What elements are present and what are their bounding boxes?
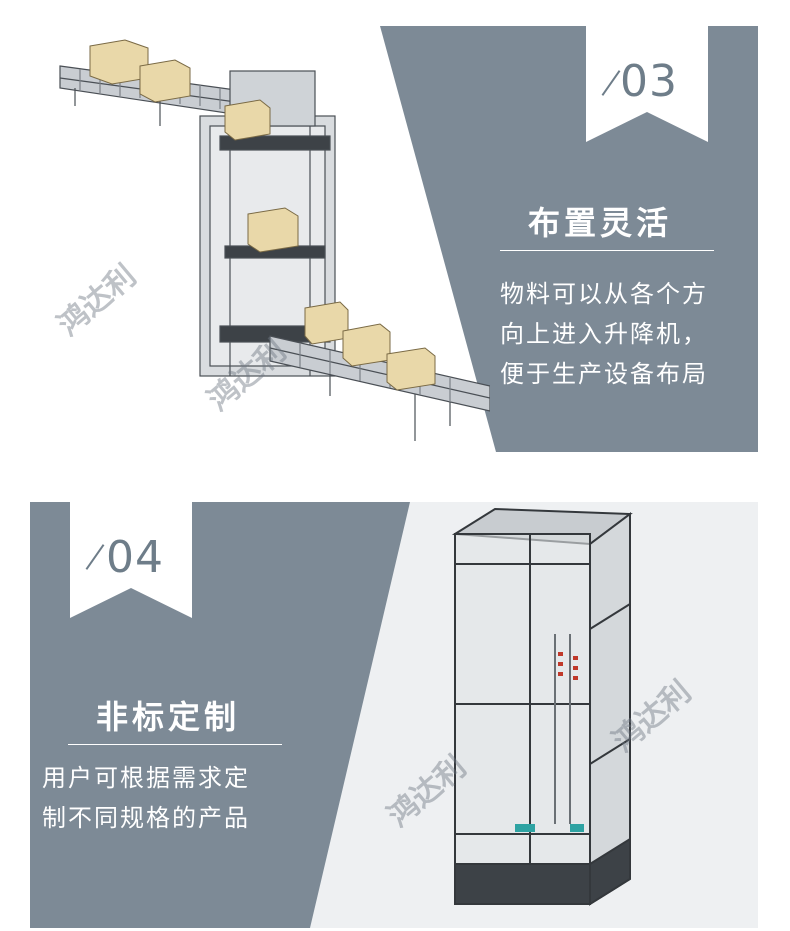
slate-background [30, 502, 410, 928]
feature-panel-03: 鸿达利 鸿达利 03 布置灵活 物料可以从各个方 向上进入升降机， 便于生产设备… [30, 26, 758, 452]
description-line: 制不同规格的产品 [42, 804, 250, 832]
number-badge [70, 502, 192, 618]
section-number: 03 [620, 56, 678, 107]
title-divider [68, 744, 282, 745]
description-line: 用户可根据需求定 [42, 764, 250, 792]
description-line: 便于生产设备布局 [500, 360, 708, 388]
slate-background [380, 26, 758, 452]
number-badge [586, 26, 708, 142]
section-description: 物料可以从各个方 向上进入升降机， 便于生产设备布局 [500, 274, 708, 394]
section-title: 布置灵活 [528, 204, 673, 242]
section-number: 04 [106, 532, 164, 583]
section-title: 非标定制 [96, 698, 241, 736]
tower-lift-render [451, 507, 633, 906]
conveyor-lift-render [59, 39, 490, 441]
section-description: 用户可根据需求定 制不同规格的产品 [42, 758, 250, 838]
description-line: 向上进入升降机， [500, 320, 708, 348]
title-divider [500, 250, 714, 251]
description-line: 物料可以从各个方 [500, 280, 708, 308]
feature-panel-04: 鸿达利 鸿达利 04 非标定制 用户可根据需求定 制不同规格的产品 [30, 502, 758, 928]
